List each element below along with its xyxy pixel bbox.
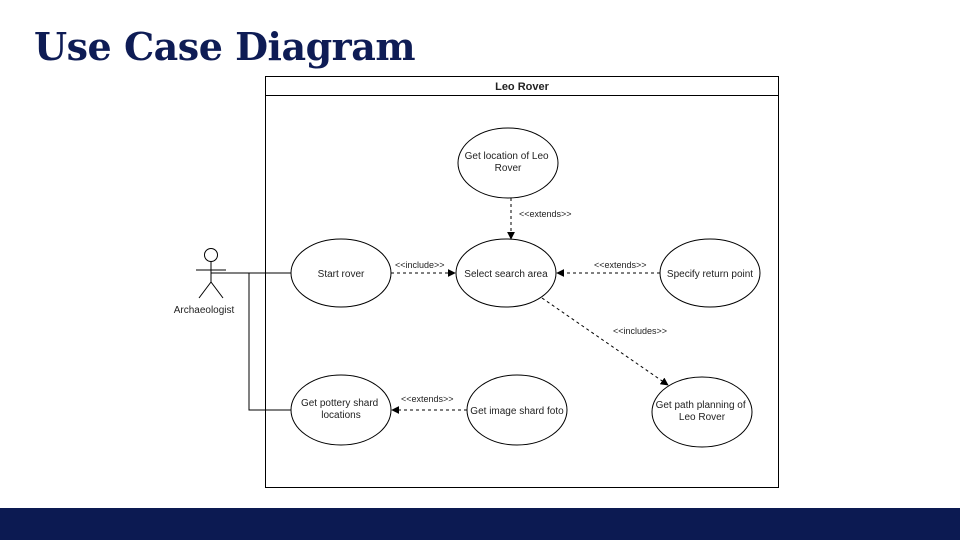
use-case-start-rover-label: Start rover	[318, 269, 365, 280]
use-case-get-path-planning: Get path planning of Leo Rover	[651, 376, 753, 448]
relation-include-start: <<include>>	[391, 260, 456, 277]
relation-includes-path: <<includes>>	[541, 297, 669, 386]
relation-include-start-label: <<include>>	[395, 260, 445, 270]
relation-extends-image: <<extends>>	[391, 394, 467, 414]
relation-includes-path-label: <<includes>>	[613, 326, 667, 336]
use-case-specify-return-point-label: Specify return point	[667, 269, 753, 280]
relation-extends-return: <<extends>>	[556, 260, 660, 277]
use-case-get-pottery-shard-line2: locations	[321, 410, 360, 421]
use-case-get-location-line2: Rover	[495, 163, 522, 174]
use-case-get-path-planning-line1: Get path planning of	[656, 400, 746, 411]
actor-label: Archaeologist	[174, 305, 235, 316]
system-boundary-label: Leo Rover	[495, 81, 550, 93]
use-case-select-search-area: Select search area	[455, 238, 557, 308]
relation-extends-location: <<extends>>	[507, 198, 572, 240]
use-case-get-pottery-shard-line1: Get pottery shard	[301, 398, 378, 409]
svg-text:Get pottery shard locati: Get pottery shard locations	[301, 398, 381, 421]
svg-text:Get path planning of Leo: Get path planning of Leo Rover	[656, 400, 749, 423]
use-case-select-search-area-label: Select search area	[464, 269, 548, 280]
use-case-get-image-shard: Get image shard foto	[466, 374, 568, 446]
actor-archaeologist: Archaeologist	[174, 248, 235, 316]
relation-extends-image-label: <<extends>>	[401, 394, 454, 404]
use-case-specify-return-point: Specify return point	[659, 238, 761, 308]
slide-title: Use Case Diagram	[34, 24, 416, 69]
use-case-get-location: Get location of Leo Rover	[457, 127, 559, 199]
relation-extends-return-label: <<extends>>	[594, 260, 647, 270]
use-case-get-path-planning-line2: Leo Rover	[679, 412, 726, 423]
actor-associations	[211, 272, 291, 411]
use-case-get-image-shard-label: Get image shard foto	[470, 406, 564, 417]
footer-bar	[0, 508, 960, 540]
use-case-start-rover: Start rover	[290, 238, 392, 308]
relation-extends-location-label: <<extends>>	[519, 209, 572, 219]
use-case-get-location-line1: Get location of Leo	[465, 151, 549, 162]
use-case-get-pottery-shard: Get pottery shard locations	[290, 374, 392, 446]
svg-text:Get location of Leo Rove: Get location of Leo Rover	[465, 151, 552, 174]
